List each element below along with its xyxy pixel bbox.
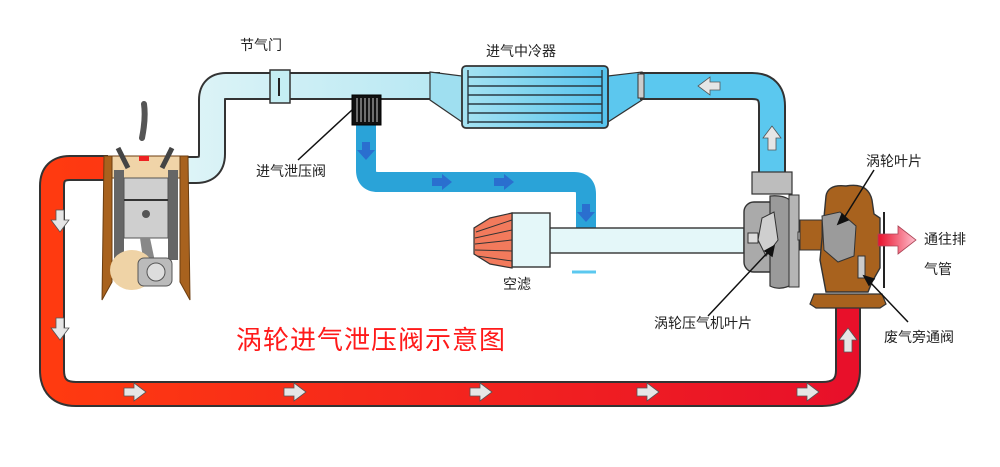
arrow-down-icon [577,204,595,222]
charge-air-pipe [637,72,786,178]
compressor-blade-label: 涡轮压气机叶片 [654,316,752,332]
to-exhaust-label-line1: 通往排 [924,232,966,248]
air-filter-label: 空滤 [503,277,531,293]
throttle-body [269,69,291,104]
exhaust-pipe [39,155,861,407]
arrow-right-icon [469,382,493,402]
arrow-right-icon [283,382,307,402]
arrow-up-icon [762,125,782,151]
turbine-blade-label: 涡轮叶片 [866,154,922,170]
throttle-label: 节气门 [240,38,282,54]
exhaust-flow-arrows [50,209,858,402]
compressor [743,171,829,289]
arrow-down-icon [50,209,70,233]
arrow-left-icon [697,76,721,96]
air-filter-inlet [473,212,745,274]
intake-manifold-pipe [182,72,440,184]
leader-lines [297,109,909,323]
arrow-right-icon [796,382,820,402]
exhaust-outlet-arrow-icon [877,225,917,255]
arrow-down-icon [357,142,375,160]
charge-air-arrows [697,76,782,151]
arrow-right-icon [123,382,147,402]
arrow-right-icon [636,382,660,402]
arrow-up-icon [838,327,858,353]
diagram-title: 涡轮进气泄压阀示意图 [236,326,507,356]
blow-off-valve-label: 进气泄压阀 [256,164,326,180]
engine-cylinder [101,101,191,301]
intercooler-label: 进气中冷器 [486,44,556,60]
bypass-flow-arrows [357,142,595,222]
bypass-pipe [356,124,596,228]
intercooler [429,65,643,129]
blow-off-valve [351,94,382,126]
turbine [799,184,887,309]
wastegate-label: 废气旁通阀 [884,330,954,346]
to-exhaust-label-line2: 气管 [924,262,952,278]
arrow-right-icon [432,174,452,190]
arrow-right-icon [494,174,514,190]
arrow-down-icon [50,317,70,341]
